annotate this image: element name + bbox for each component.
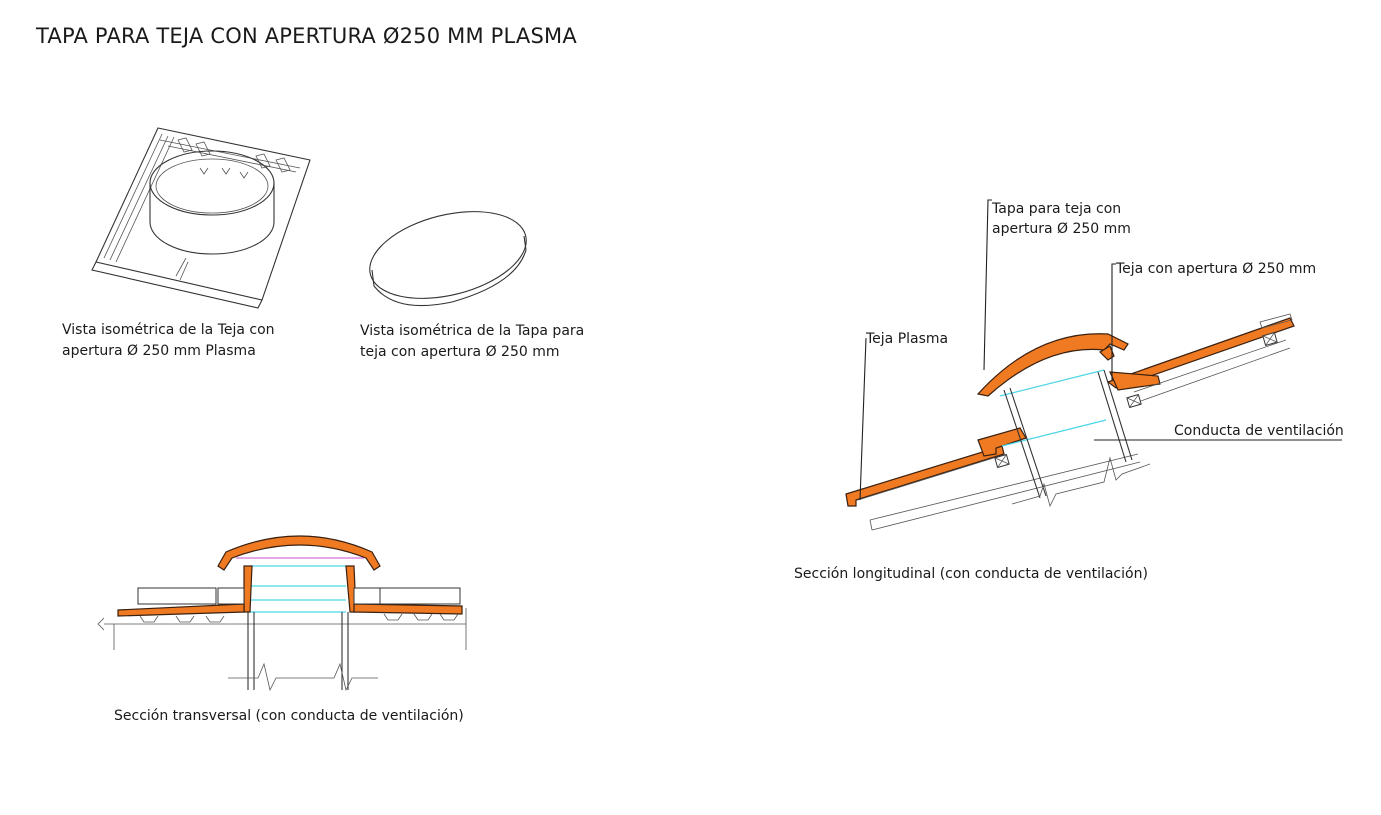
label-conducta: Conducta de ventilación (1174, 423, 1344, 439)
caption-iso-cap: Vista isométrica de la Tapa para teja co… (360, 323, 585, 360)
leader-teja-apertura (1111, 263, 1116, 380)
cross-section-drawing (97, 535, 467, 692)
iso-cap-drawing (369, 211, 527, 307)
leader-tapa (983, 199, 992, 371)
caption-long-section: Sección longitudinal (con conducta de ve… (794, 566, 1148, 582)
iso-tile-drawing (91, 127, 311, 309)
longitudinal-section-drawing (845, 199, 1342, 531)
label-tapa: Tapa para teja con apertura Ø 250 mm (992, 201, 1131, 237)
caption-cross-section: Sección transversal (con conducta de ven… (114, 708, 464, 724)
label-teja-plasma: Teja Plasma (866, 331, 949, 347)
leader-teja-plasma (859, 337, 867, 501)
caption-iso-tile: Vista isométrica de la Teja con apertura… (62, 322, 275, 359)
page-title: TAPA PARA TEJA CON APERTURA Ø250 MM PLAS… (36, 24, 577, 48)
label-teja-apertura: Teja con apertura Ø 250 mm (1116, 261, 1317, 277)
